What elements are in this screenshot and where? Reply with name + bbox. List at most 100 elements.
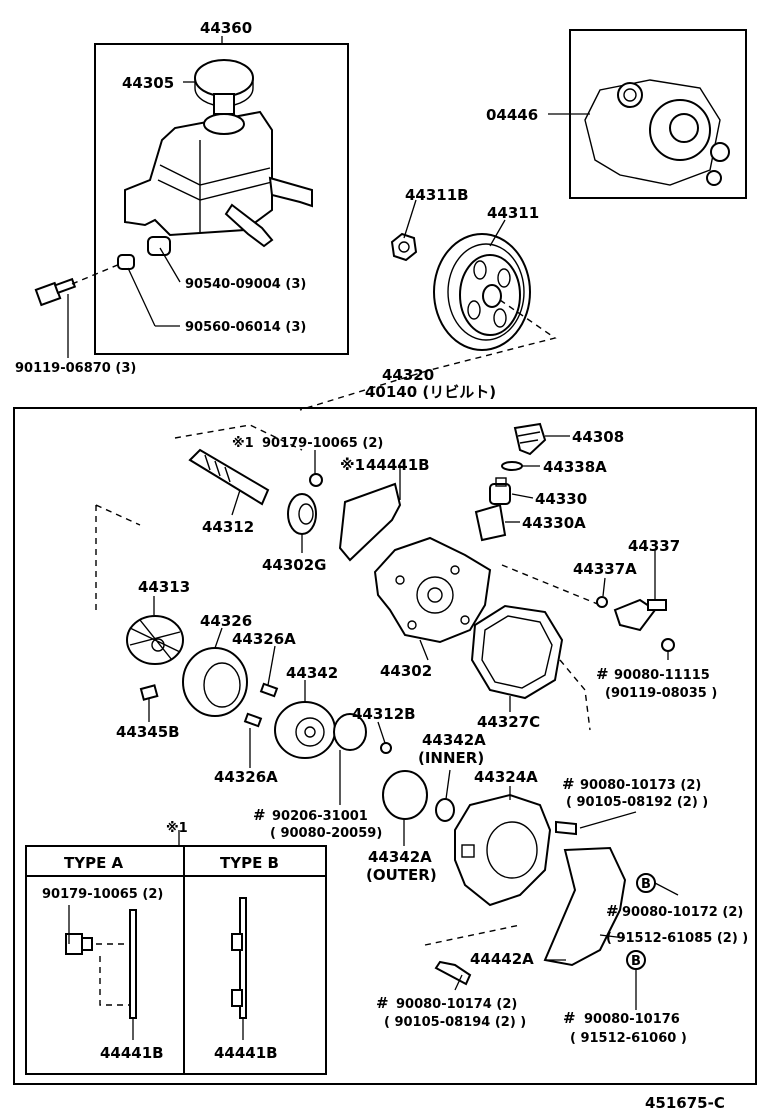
rear-housing-44324A-drawing bbox=[454, 793, 552, 907]
type-a-header: TYPE A bbox=[64, 854, 124, 872]
pin-44312B-drawing bbox=[380, 742, 392, 754]
label-04446: 04446 bbox=[486, 106, 538, 124]
hash-mark-5: # bbox=[376, 994, 389, 1012]
vane-44345B-drawing bbox=[139, 684, 159, 701]
leader-lines bbox=[67, 36, 679, 1040]
type-b-header: TYPE B bbox=[220, 854, 279, 872]
label-44326: 44326 bbox=[200, 612, 252, 630]
plate-44342-drawing bbox=[274, 701, 336, 759]
mark-1-a: ※1 bbox=[232, 436, 254, 451]
label-44326A-upper: 44326A bbox=[232, 630, 296, 648]
oring-inner-drawing bbox=[435, 798, 455, 822]
label-44442A: 44442A bbox=[470, 950, 534, 968]
label-44302G: 44302G bbox=[262, 556, 327, 574]
label-44308: 44308 bbox=[572, 428, 624, 446]
label-90105-08194: ( 90105-08194 (2) ) bbox=[384, 1015, 526, 1030]
stud-90179-drawing bbox=[309, 473, 323, 487]
snap-ring-90206-drawing bbox=[333, 713, 367, 751]
bracket-44441B-drawing bbox=[338, 482, 402, 562]
cushion-90540-drawing bbox=[147, 236, 171, 256]
mark-1-c: ※1 bbox=[166, 821, 188, 836]
type-b-44441B-label: 44441B bbox=[214, 1044, 278, 1062]
fitting-44337-drawing bbox=[613, 598, 667, 632]
label-44330: 44330 bbox=[535, 490, 587, 508]
gasket-44327C-drawing bbox=[470, 604, 564, 700]
pin-44326A-lower-drawing bbox=[243, 712, 263, 728]
bolt-90080-10174-drawing bbox=[434, 960, 472, 986]
hash-mark-1: # bbox=[596, 665, 609, 683]
hash-mark-3: # bbox=[253, 806, 266, 824]
label-outer: (OUTER) bbox=[366, 866, 437, 884]
type-a-part-label: 90179-10065 (2) bbox=[42, 887, 163, 902]
label-91512-61085: ( 91512-61085 (2) ) bbox=[606, 931, 748, 946]
label-44320: 44320 bbox=[382, 366, 434, 384]
bearing-44302G-drawing bbox=[287, 493, 317, 535]
label-44342A-outer: 44342A bbox=[368, 848, 432, 866]
label-44345B: 44345B bbox=[116, 723, 180, 741]
rotor-44313-drawing bbox=[126, 615, 184, 665]
oring-44337A-drawing bbox=[596, 596, 608, 608]
label-44441B: 44441B bbox=[366, 456, 430, 474]
label-90080-10174: 90080-10174 (2) bbox=[396, 997, 517, 1012]
gasket-kit-drawing bbox=[584, 79, 730, 186]
reservoir-cap-drawing bbox=[194, 59, 254, 135]
label-90080-20059: ( 90080-20059) bbox=[270, 826, 382, 841]
label-44313: 44313 bbox=[138, 578, 190, 596]
label-90179-10065: 90179-10065 (2) bbox=[262, 436, 383, 451]
label-44327C: 44327C bbox=[477, 713, 540, 731]
label-90206-31001: 90206-31001 bbox=[272, 809, 368, 824]
label-90080-10173: 90080-10173 (2) bbox=[580, 778, 701, 793]
bolt-90119-drawing bbox=[34, 277, 77, 307]
diagram-id: 451675-C bbox=[645, 1094, 725, 1112]
label-90080-10176: 90080-10176 bbox=[584, 1012, 680, 1027]
label-44312: 44312 bbox=[202, 518, 254, 536]
label-44360: 44360 bbox=[200, 19, 252, 37]
label-90540-09004: 90540-09004 (3) bbox=[185, 277, 306, 292]
label-44311: 44311 bbox=[487, 204, 539, 222]
type-a-44441B-label: 44441B bbox=[100, 1044, 164, 1062]
label-44326A-lower: 44326A bbox=[214, 768, 278, 786]
hash-mark-4: # bbox=[606, 902, 619, 920]
housing-44302-drawing bbox=[373, 536, 492, 644]
marker-b-lower-label: B bbox=[631, 954, 641, 969]
pump-assembly-frame bbox=[13, 407, 757, 1085]
cam-ring-44326-drawing bbox=[182, 647, 248, 717]
bolt-90080-10173-drawing bbox=[555, 820, 577, 836]
label-44324A: 44324A bbox=[474, 768, 538, 786]
label-44338A: 44338A bbox=[543, 458, 607, 476]
type-b-graphic bbox=[231, 897, 247, 1019]
shaft-44312-drawing bbox=[188, 448, 270, 506]
hash-mark-6: # bbox=[563, 1009, 576, 1027]
label-44342: 44342 bbox=[286, 664, 338, 682]
label-90560-06014: 90560-06014 (3) bbox=[185, 320, 306, 335]
label-90119-06870: 90119-06870 (3) bbox=[15, 361, 136, 376]
label-40140: 40140 (リビルト) bbox=[365, 383, 496, 401]
oring-44338A-drawing bbox=[501, 461, 523, 471]
nut-44311B-drawing bbox=[390, 232, 418, 262]
label-44330A: 44330A bbox=[522, 514, 586, 532]
spring-44330A-drawing bbox=[474, 503, 507, 542]
label-44312B: 44312B bbox=[352, 705, 416, 723]
pin-44326A-upper-drawing bbox=[259, 682, 279, 698]
label-90105-08192: ( 90105-08192 (2) ) bbox=[566, 795, 708, 810]
label-44305: 44305 bbox=[122, 74, 174, 92]
label-inner: (INNER) bbox=[418, 749, 484, 767]
label-44337A: 44337A bbox=[573, 560, 637, 578]
oring-outer-drawing bbox=[382, 770, 428, 820]
reservoir-tank-drawing bbox=[124, 110, 313, 248]
label-44342A-inner: 44342A bbox=[422, 731, 486, 749]
label-90080-10172: 90080-10172 (2) bbox=[622, 905, 743, 920]
label-90080-11115: 90080-11115 bbox=[614, 668, 710, 683]
label-90119-08035: (90119-08035 ) bbox=[605, 686, 717, 701]
valve-44330-drawing bbox=[489, 477, 511, 505]
pulley-44311-drawing bbox=[433, 233, 531, 351]
label-44302: 44302 bbox=[380, 662, 432, 680]
label-44311B: 44311B bbox=[405, 186, 469, 204]
label-91512-61060: ( 91512-61060 ) bbox=[570, 1031, 687, 1046]
collar-90560-drawing bbox=[117, 254, 135, 270]
marker-b-upper-label: B bbox=[641, 877, 651, 892]
valve-fitting-44308-drawing bbox=[513, 422, 547, 456]
bolt-90080-11115-drawing bbox=[661, 638, 675, 652]
